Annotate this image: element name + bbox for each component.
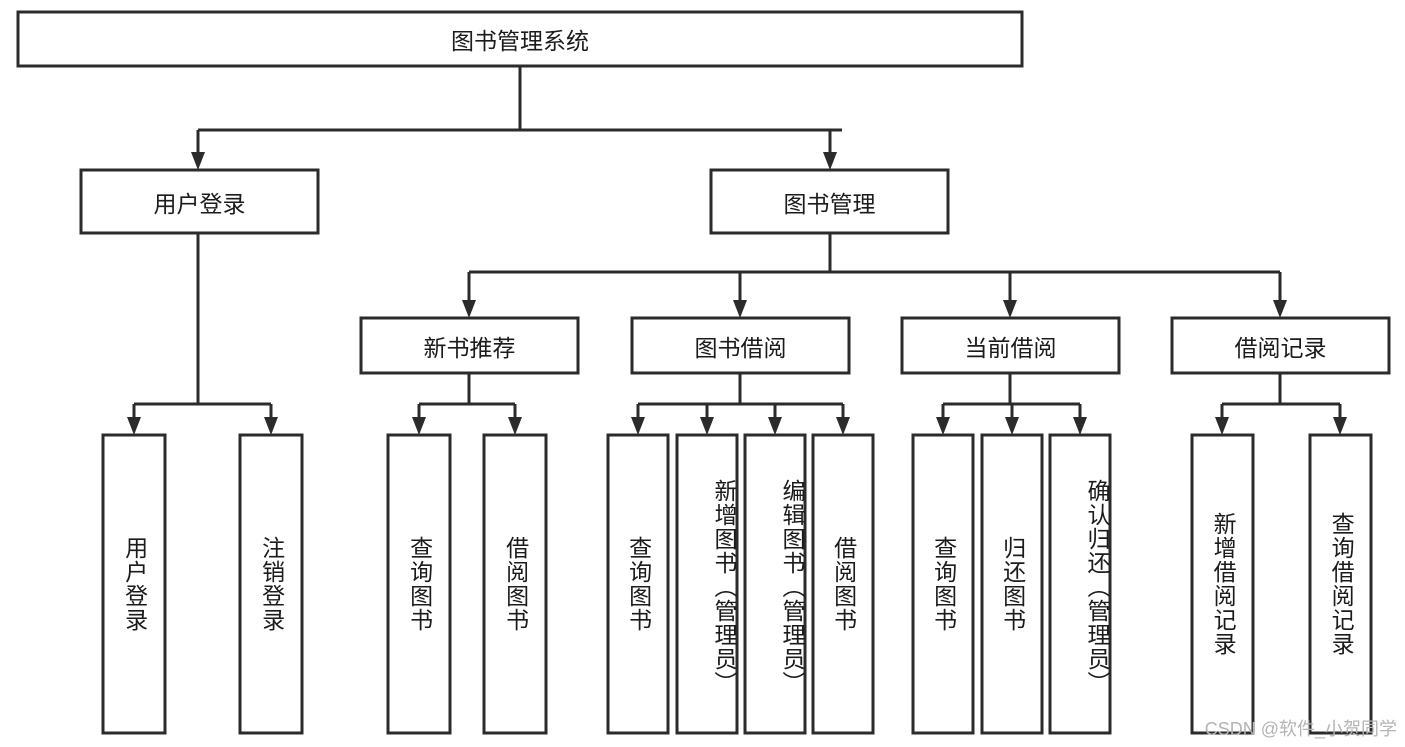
arrowhead-leaf-edit-book	[768, 417, 782, 435]
arrowhead-current-borrow	[1003, 300, 1017, 318]
arrowhead-leaf-query-record	[1333, 417, 1347, 435]
node-leaf-query-book-2[interactable]	[606, 433, 670, 735]
node-leaf-confirm-return[interactable]	[1048, 433, 1112, 735]
node-leaf-borrow-book-1[interactable]	[482, 433, 548, 735]
node-leaf-return-book[interactable]	[980, 433, 1044, 735]
arrowhead-leaf-query-book-2	[631, 417, 645, 435]
arrowhead-new-book-recommend	[462, 300, 476, 318]
arrowhead-user-login	[191, 152, 205, 170]
node-leaf-logout[interactable]	[238, 433, 304, 735]
node-leaf-query-record[interactable]	[1308, 433, 1373, 735]
node-user-login[interactable]	[79, 168, 320, 235]
node-book-borrow[interactable]	[630, 316, 851, 375]
arrowhead-borrow-record	[1273, 300, 1287, 318]
node-leaf-borrow-book-2[interactable]	[811, 433, 875, 735]
node-new-book-recommend[interactable]	[359, 316, 580, 375]
arrowhead-leaf-return-book	[1005, 417, 1019, 435]
node-root[interactable]	[16, 10, 1024, 68]
arrowhead-leaf-query-book-3	[936, 417, 950, 435]
node-leaf-user-login[interactable]	[101, 433, 167, 735]
node-leaf-query-book-3[interactable]	[911, 433, 975, 735]
node-leaf-query-book-1[interactable]	[386, 433, 452, 735]
arrowhead-book-manage	[823, 152, 837, 170]
node-current-borrow[interactable]	[900, 316, 1121, 375]
arrowhead-leaf-query-book-1	[412, 417, 426, 435]
arrowhead-leaf-add-book	[700, 417, 714, 435]
arrowhead-leaf-add-record	[1215, 417, 1229, 435]
connectors	[127, 66, 1347, 435]
arrowhead-leaf-confirm-return	[1073, 417, 1087, 435]
node-leaf-add-book[interactable]	[675, 433, 739, 735]
node-boxes	[16, 10, 1391, 735]
node-borrow-record[interactable]	[1170, 316, 1391, 375]
arrowhead-leaf-borrow-book-1	[508, 417, 522, 435]
arrowhead-leaf-user-login	[127, 417, 141, 435]
arrowhead-leaf-borrow-book-2	[836, 417, 850, 435]
node-leaf-add-record[interactable]	[1190, 433, 1255, 735]
arrowhead-book-borrow	[733, 300, 747, 318]
arrowhead-leaf-logout	[264, 417, 278, 435]
node-leaf-edit-book[interactable]	[743, 433, 807, 735]
node-book-manage[interactable]	[709, 168, 950, 235]
